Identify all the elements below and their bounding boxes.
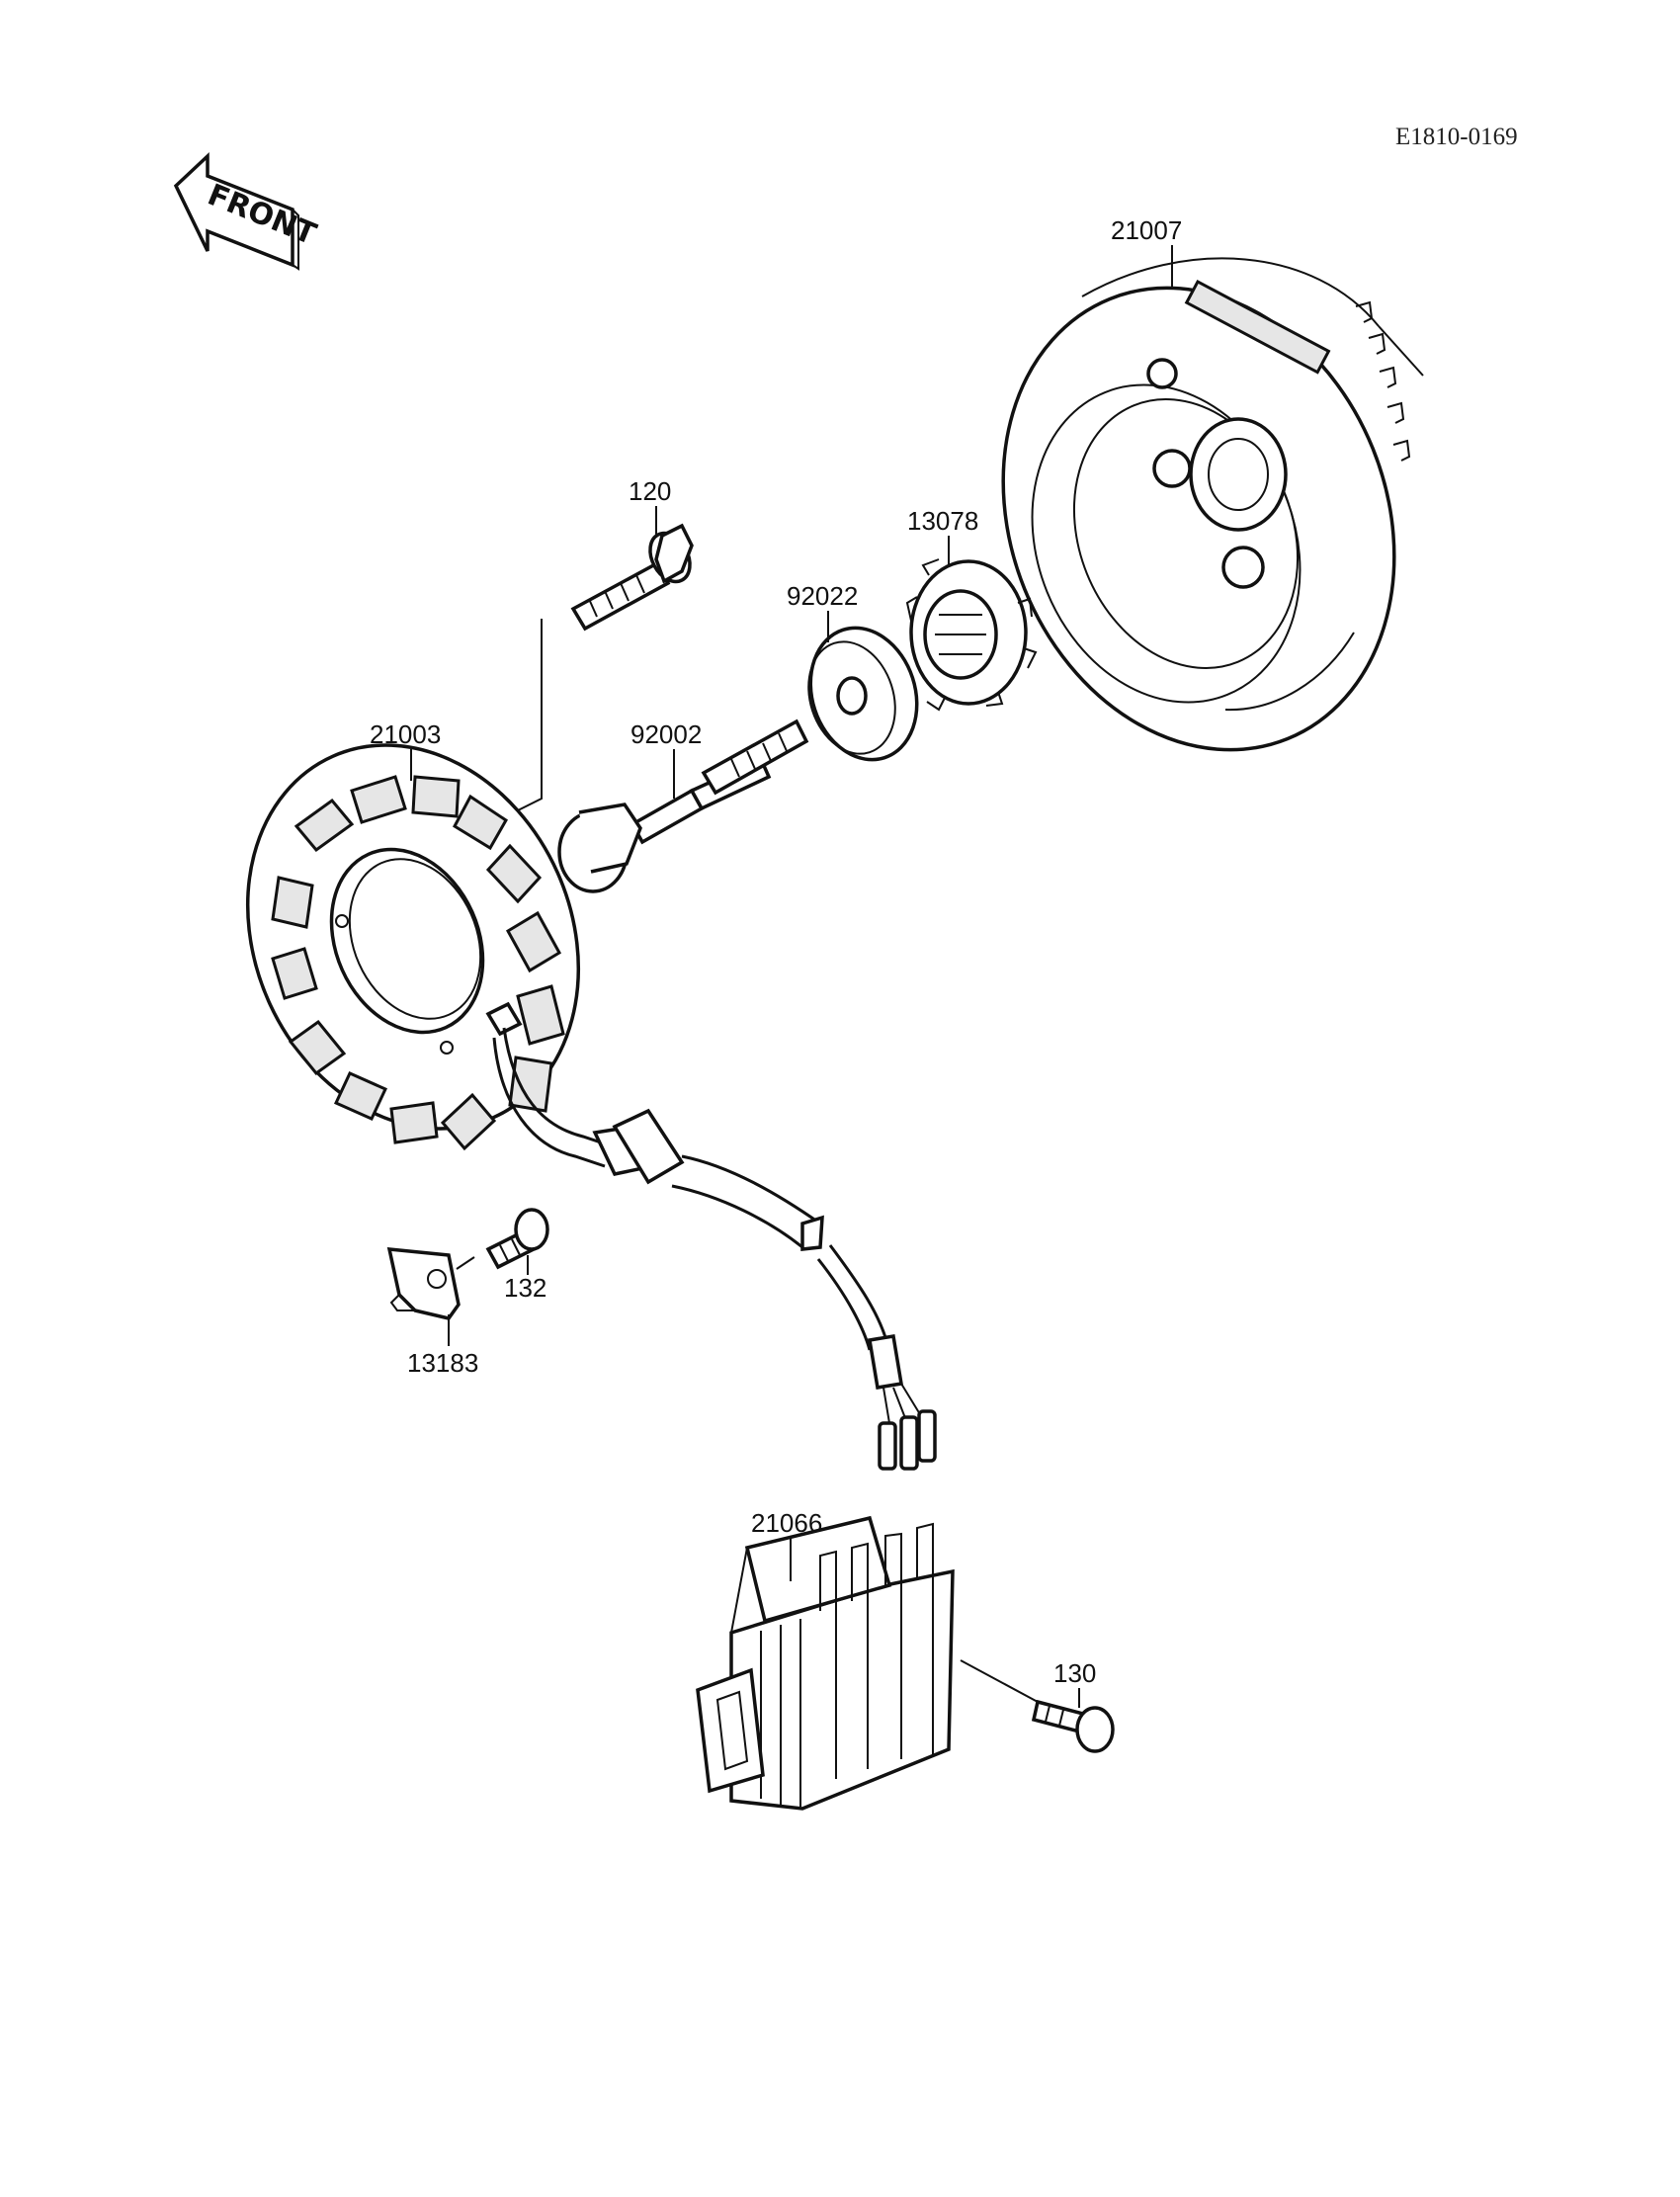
screw-132 [485, 1208, 549, 1270]
stator-21003 [245, 743, 581, 1151]
part-label-92002: 92002 [630, 719, 702, 749]
front-arrow-icon: FRONT [173, 151, 321, 271]
part-label-92022: 92022 [787, 581, 858, 611]
part-label-13183: 13183 [407, 1348, 478, 1378]
flywheel-rotor-21007 [1001, 257, 1424, 752]
part-label-21007: 21007 [1111, 215, 1182, 245]
part-label-13078: 13078 [907, 506, 978, 536]
gear-13078 [905, 558, 1038, 712]
clamp-plate-13183 [386, 1247, 461, 1320]
part-label-132: 132 [504, 1273, 546, 1303]
part-label-21003: 21003 [370, 719, 441, 749]
regulator-rectifier-21066 [696, 1515, 955, 1811]
diagram-code: E1810-0169 [1395, 124, 1518, 150]
stator-wire-harness [492, 1027, 937, 1471]
stud-bolt-92002 [557, 718, 809, 893]
part-label-120: 120 [629, 476, 671, 506]
bolt-130 [1031, 1699, 1115, 1753]
bolt-120 [570, 523, 694, 632]
part-label-21066: 21066 [751, 1508, 822, 1538]
washer-92022 [807, 626, 919, 762]
part-label-130: 130 [1053, 1658, 1096, 1688]
